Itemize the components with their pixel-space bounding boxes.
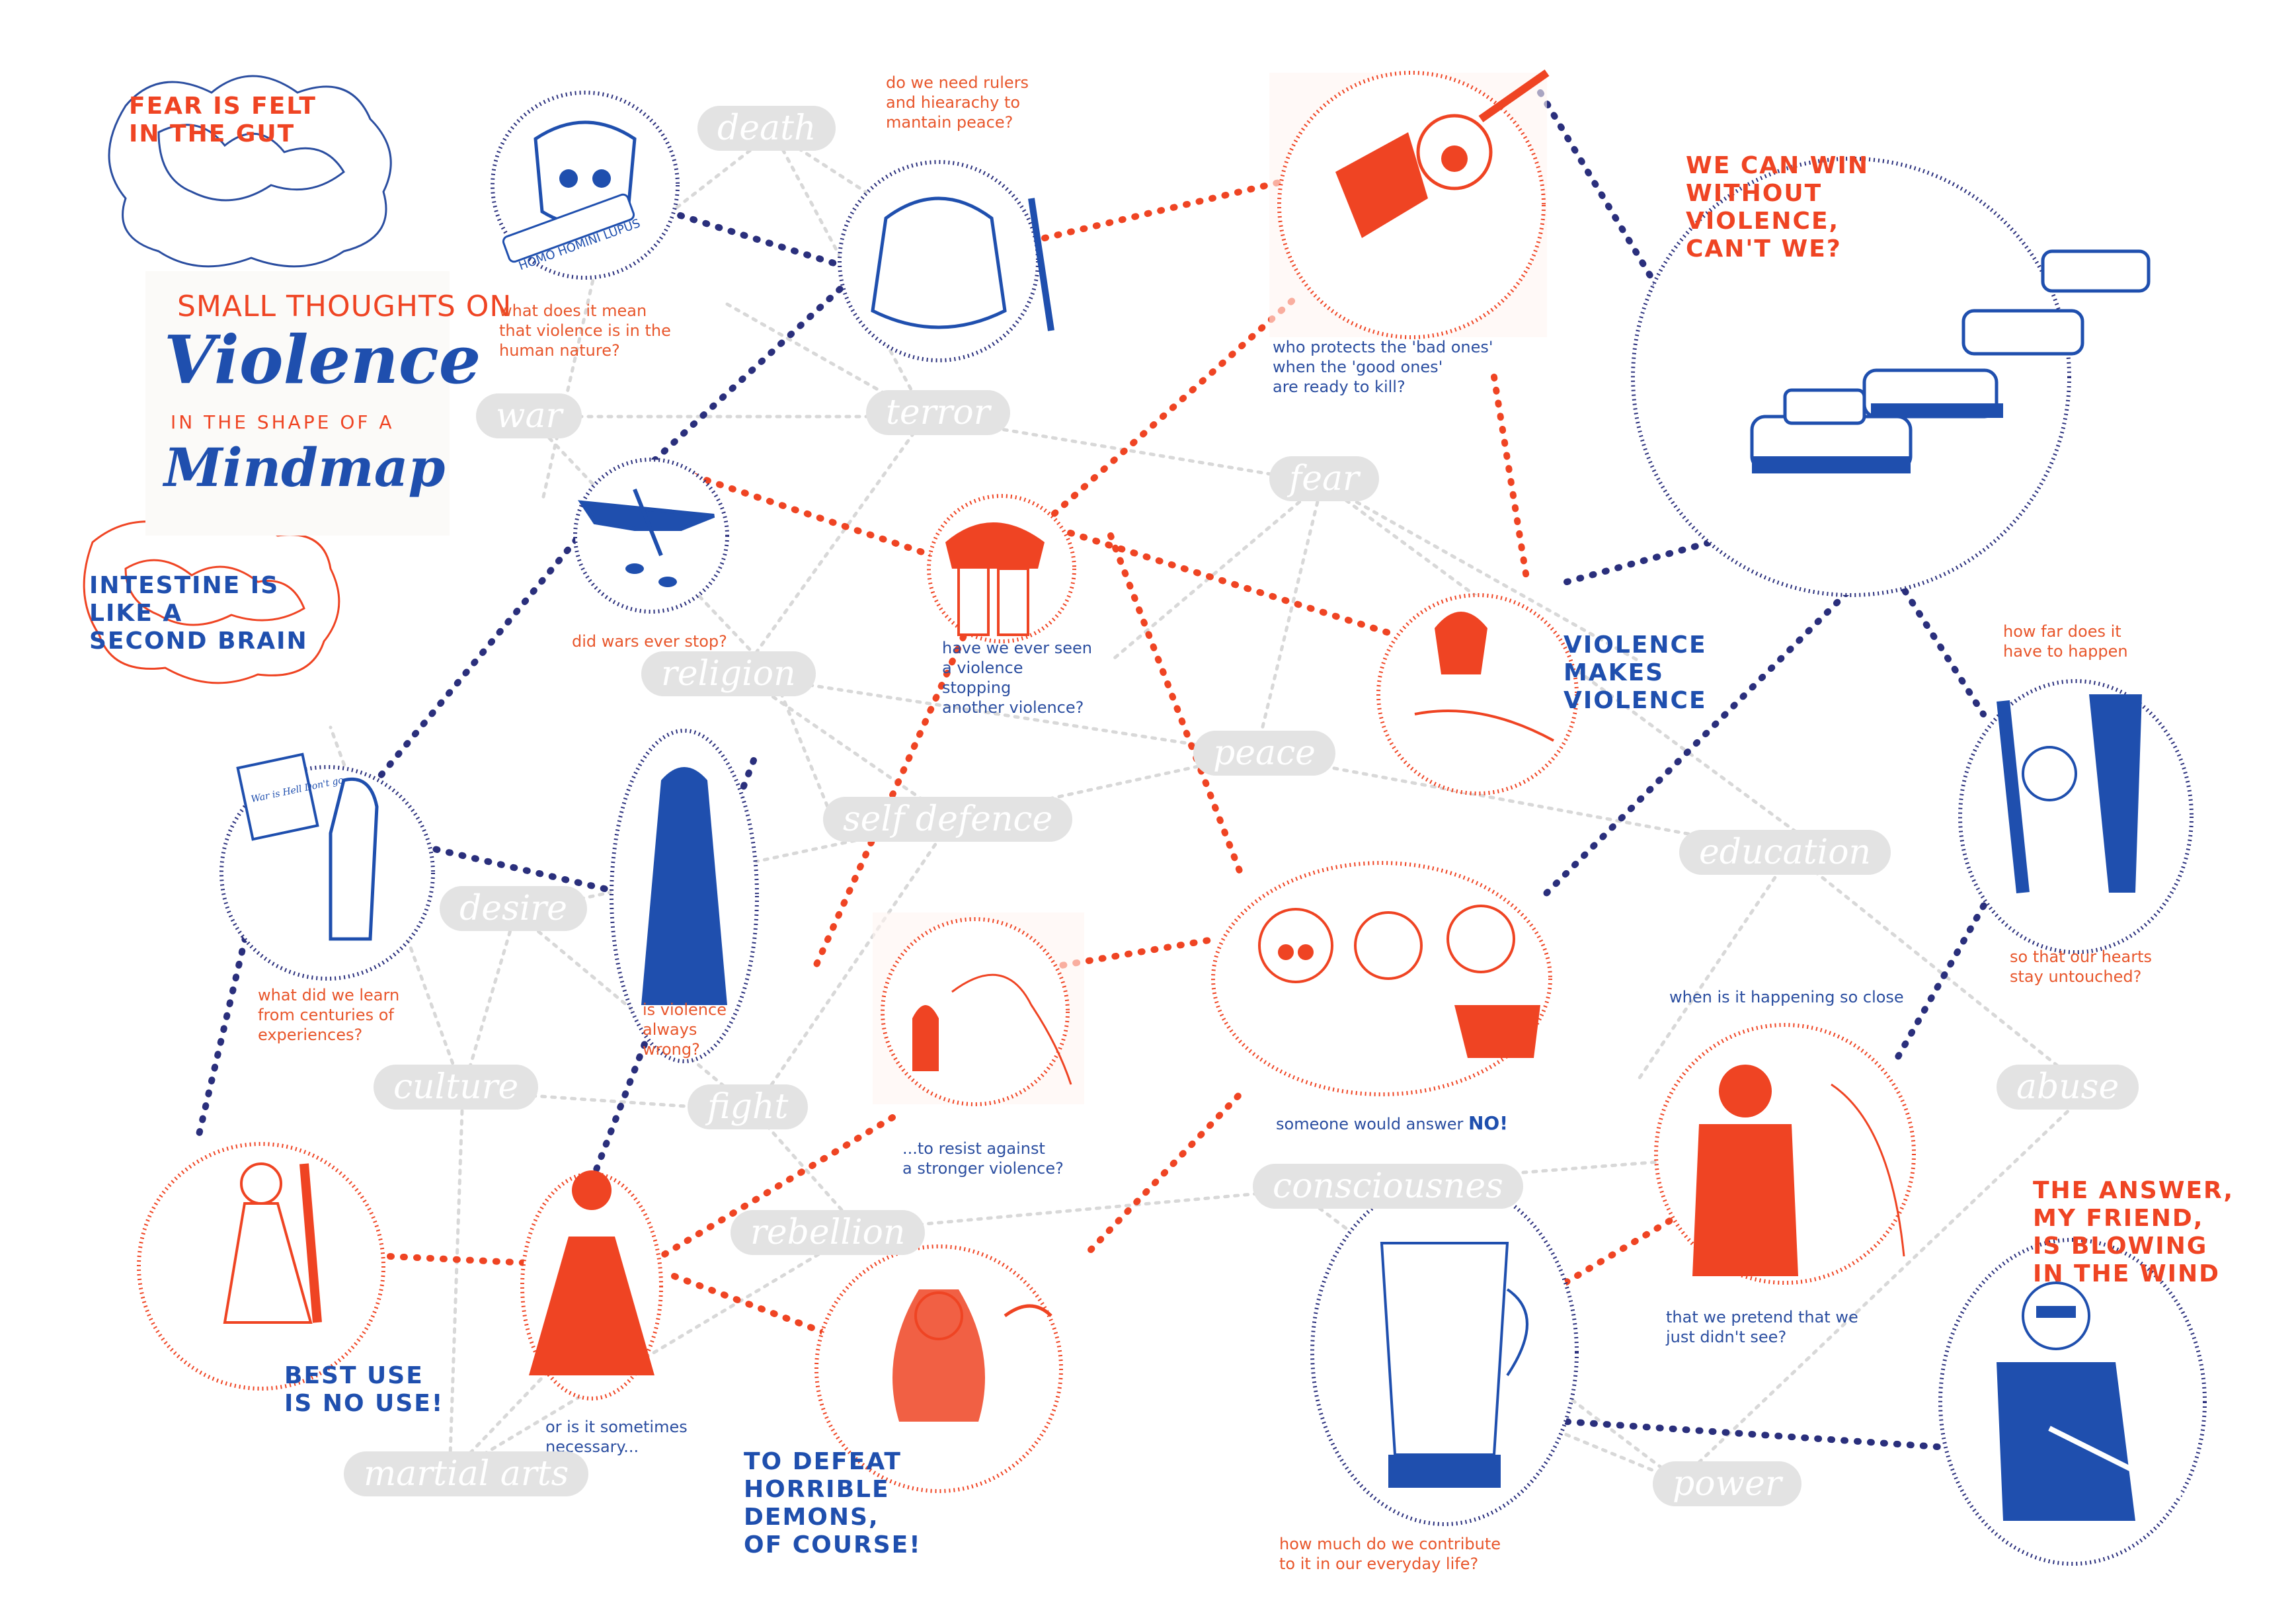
- woman-face-icon: [1435, 612, 1487, 674]
- node-resister: [873, 913, 1084, 1106]
- tag-fear: fear: [1269, 456, 1379, 501]
- tag-martial-arts: martial arts: [344, 1451, 589, 1496]
- tag-death: death: [697, 106, 836, 151]
- node-heroine: [520, 1170, 663, 1401]
- node-blender: [1310, 1178, 1579, 1526]
- caption-close: when is it happening so close: [1669, 988, 1904, 1006]
- man-head-icon: [1719, 1065, 1772, 1117]
- caption-how-far: how far does it have to happen: [2003, 622, 2128, 661]
- caption-hearts: so that our hearts stay untouched?: [2010, 948, 2153, 986]
- slogan-best-use: BEST USE IS NO USE!: [284, 1362, 444, 1417]
- node-skull: HOMO HOMINI LUPUS: [491, 91, 680, 280]
- tag-abuse: abuse: [1997, 1065, 2139, 1110]
- sword-icon: [1004, 1304, 1052, 1318]
- sunglasses-icon: [2022, 1281, 2090, 1350]
- tag-war: war: [476, 393, 582, 438]
- node-couple: [1654, 1023, 1916, 1285]
- slogan-defeat: TO DEFEAT HORRIBLE DEMONS, OF COURSE!: [744, 1448, 922, 1559]
- node-peace-leaders: [1211, 861, 1552, 1096]
- small-figure-icon: [912, 1005, 939, 1071]
- slogan-win: WE CAN WIN WITHOUT VIOLENCE, CAN'T WE?: [1686, 152, 1870, 263]
- node-tanks: [1631, 157, 2151, 597]
- tag-education: education: [1679, 830, 1891, 875]
- child-head-icon: [2022, 746, 2077, 801]
- caption-learn: what did we learn from centuries of expe…: [258, 986, 400, 1044]
- gandhi-face-icon: [1258, 908, 1333, 983]
- node-kali: [814, 1244, 1063, 1493]
- tag-religion: religion: [641, 651, 816, 696]
- bride-veil-icon: [1831, 1083, 1905, 1257]
- node-burning-towers: [927, 494, 1076, 643]
- masked-face-icon: [1416, 114, 1493, 190]
- node-woman-in-bed: [1376, 593, 1579, 795]
- slogan-fear: FEAR IS FELT IN THE GUT: [129, 93, 317, 147]
- tag-culture: culture: [374, 1065, 539, 1110]
- star-icon: [572, 1170, 612, 1210]
- tag-terror: terror: [866, 390, 1010, 435]
- tag-self-defence: self defence: [823, 797, 1073, 842]
- tag-peace: peace: [1193, 731, 1335, 776]
- slogan-intestine: INTESTINE IS LIKE A SECOND BRAIN: [89, 572, 308, 655]
- king-face-icon: [1354, 911, 1423, 980]
- bomber-plane-icon: [577, 488, 715, 557]
- title-mindmap: Mindmap: [164, 436, 446, 499]
- caption-always-wrong: is violence always wrong?: [643, 1000, 727, 1059]
- node-bomber: [573, 458, 729, 614]
- tag-power: power: [1653, 1461, 1801, 1506]
- suu-kyi-face-icon: [1446, 905, 1515, 973]
- node-hijab-woman: [610, 729, 759, 1063]
- caption-protects: who protects the 'bad ones' when the 'go…: [1273, 338, 1493, 396]
- caption-wars: did wars ever stop?: [572, 632, 727, 651]
- orange-connections: [387, 175, 1702, 1339]
- guitar-icon: [2048, 1426, 2183, 1497]
- protest-sign-icon: [236, 752, 319, 841]
- smoke-icon: [945, 522, 1045, 569]
- node-musician: [1938, 1238, 2207, 1566]
- caption-someone-text: someone would answer: [1276, 1115, 1468, 1133]
- node-protester: War is Hell Don't go: [219, 752, 435, 981]
- title-line-1: SMALL THOUGHTS ON: [177, 290, 512, 323]
- bearded-ruler-icon: [871, 196, 1007, 329]
- caption-contribute: how much do we contribute to it in our e…: [1279, 1535, 1501, 1573]
- woman-figure-icon: [641, 767, 727, 1005]
- node-ruler: [838, 160, 1054, 362]
- brain-cloud-top: [108, 75, 392, 268]
- caption-pretend: that we pretend that we just didn't see?: [1666, 1308, 1858, 1346]
- caption-someone: someone would answer NO!: [1276, 1114, 1508, 1134]
- tag-fight: fight: [688, 1084, 809, 1129]
- bat-icon: [1478, 69, 1550, 122]
- title-panel: [145, 271, 450, 536]
- tag-rebellion: rebellion: [731, 1210, 926, 1255]
- caption-human-nature: what does it mean that violence is in th…: [499, 302, 671, 360]
- adult-hand-icon: [2089, 694, 2142, 893]
- wave-icon: [951, 973, 1072, 1085]
- dress-icon: [529, 1237, 654, 1375]
- tag-consciousness: consciousnes: [1253, 1164, 1523, 1209]
- caption-rulers: do we need rulers and hiearachy to manta…: [886, 73, 1029, 132]
- caption-necessary: or is it sometimes necessary...: [545, 1418, 688, 1456]
- tower-icon: [957, 561, 990, 636]
- protester-figure-icon: [329, 777, 379, 941]
- caption-resist: ...to resist against a stronger violence…: [902, 1139, 1064, 1178]
- tag-desire: desire: [440, 886, 588, 931]
- title-violence: Violence: [164, 321, 481, 399]
- slogan-makes: VIOLENCE MAKES VIOLENCE: [1564, 631, 1707, 714]
- slogan-answer: THE ANSWER, MY FRIEND, IS BLOWING IN THE…: [2033, 1177, 2235, 1287]
- caption-stopping: have we ever seen a violence stopping an…: [942, 639, 1093, 717]
- node-masked-fighter: [1269, 69, 1550, 339]
- node-child: [1958, 679, 2194, 954]
- title-line-3: IN THE SHAPE OF A: [171, 411, 395, 433]
- caption-someone-no: NO!: [1468, 1112, 1509, 1134]
- node-monk: [137, 1142, 385, 1391]
